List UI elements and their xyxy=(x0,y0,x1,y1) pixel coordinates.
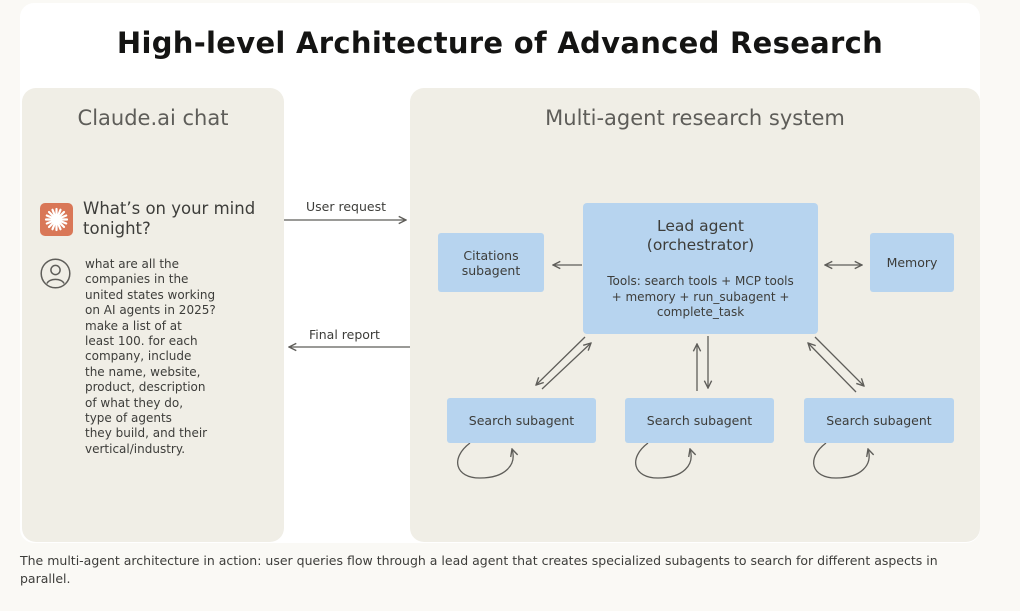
search3-to-lead-arrow xyxy=(808,343,857,393)
user-message: what are all the companies in the united… xyxy=(85,257,216,456)
lead-to-search1-arrow xyxy=(536,336,586,385)
search2-loop-arrow xyxy=(635,442,691,479)
chat-greeting: What’s on your mind tonight? xyxy=(83,199,256,238)
search-subagent-3: Search subagent xyxy=(804,398,954,443)
claude-chat-panel: Claude.ai chat xyxy=(22,88,284,542)
search-subagent-2: Search subagent xyxy=(625,398,774,443)
search-subagent-1: Search subagent xyxy=(447,398,596,443)
lead-agent-box: Lead agent (orchestrator) Tools: search … xyxy=(583,203,818,334)
figure-caption: The multi-agent architecture in action: … xyxy=(20,553,938,586)
claude-logo-icon xyxy=(40,203,73,236)
search1-to-lead-arrow xyxy=(541,343,591,390)
user-request-label: User request xyxy=(306,199,386,214)
diagram-title: High-level Architecture of Advanced Rese… xyxy=(116,26,884,60)
claude-chat-panel-title: Claude.ai chat xyxy=(77,106,229,130)
lead-to-search3-arrow xyxy=(814,336,864,386)
search3-loop-arrow xyxy=(813,442,869,479)
search1-loop-arrow xyxy=(457,442,513,479)
citations-subagent-box: Citations subagent xyxy=(438,233,544,292)
multi-agent-panel-title: Multi-agent research system xyxy=(545,106,845,130)
lead-agent-tools: Tools: search tools + MCP tools + memory… xyxy=(607,274,794,319)
memory-box: Memory xyxy=(870,233,954,292)
user-avatar-icon xyxy=(40,258,71,289)
lead-agent-title: Lead agent (orchestrator) xyxy=(646,217,755,254)
final-report-label: Final report xyxy=(309,327,380,342)
